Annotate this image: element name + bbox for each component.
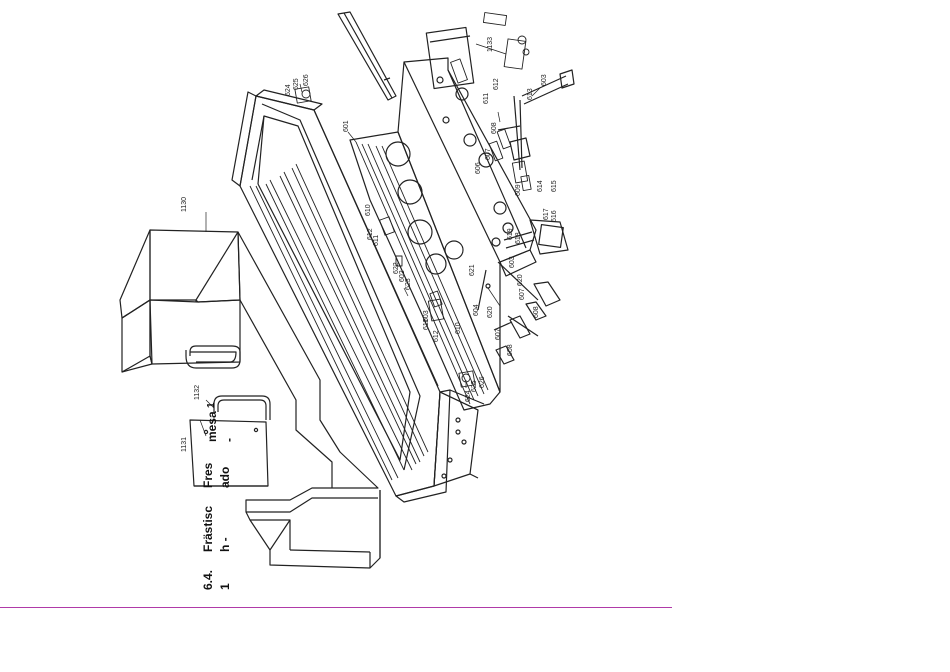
label-607b: 607: [519, 288, 526, 300]
label-606: 606: [475, 162, 482, 174]
label-611b: 611: [373, 235, 380, 246]
label-615: 615: [551, 180, 558, 192]
label-624a: 624: [285, 84, 292, 96]
label-622: 622: [393, 262, 400, 274]
label-625a: 625: [293, 78, 300, 90]
label-611a: 611: [483, 93, 490, 104]
section-number-line2: 1: [218, 583, 232, 590]
label-608c: 608: [507, 344, 514, 356]
label-608b: 608: [533, 306, 540, 318]
title-es-line2: ado: [218, 467, 232, 488]
title-es-line3: mesa: [205, 411, 219, 442]
label-1130: 1130: [181, 197, 188, 212]
label-1133: 1133: [487, 37, 494, 52]
section-number-line1: 6.4.: [201, 570, 215, 590]
label-1132: 1132: [194, 385, 201, 400]
label-612c: 612: [433, 330, 440, 342]
label-620a: 620: [517, 274, 524, 286]
table-frame: [232, 90, 484, 502]
label-616: 616: [551, 210, 558, 222]
part-number-labels: 1130 1131 1132 1133 601 602 603 603 603 …: [181, 37, 558, 452]
label-618: 618: [515, 232, 522, 244]
title-es-line4: -: [222, 438, 236, 442]
label-625b: 625: [471, 380, 478, 392]
label-617: 617: [543, 208, 550, 220]
label-614: 614: [537, 180, 544, 192]
label-621: 621: [469, 264, 476, 276]
title-de-line1: Frästisc: [201, 506, 215, 552]
footer-rule: [0, 607, 672, 608]
label-604: 604: [473, 304, 480, 316]
label-626b: 626: [479, 376, 486, 388]
label-608a: 608: [491, 122, 498, 134]
label-607a: 607: [485, 148, 492, 160]
label-611c: 611: [423, 319, 430, 330]
label-619: 619: [507, 228, 514, 240]
title-de-line2: h -: [218, 537, 232, 552]
label-609: 609: [515, 184, 522, 196]
title-es-line1: Fres: [201, 463, 215, 488]
label-613: 613: [527, 88, 534, 100]
cover-box-1130: [120, 230, 240, 372]
handwheel-levers: [478, 70, 574, 364]
label-610b: 610: [455, 322, 462, 334]
label-612b: 612: [367, 228, 374, 240]
label-626a: 626: [303, 74, 310, 86]
label-620b: 620: [487, 306, 494, 318]
title-es-line5: 1: [205, 402, 219, 408]
label-603a: 603: [541, 74, 548, 86]
label-603b: 603: [509, 256, 516, 268]
label-612a: 612: [493, 78, 500, 90]
label-607c: 607: [495, 328, 502, 340]
label-1131: 1131: [181, 437, 188, 452]
label-623: 623: [405, 278, 412, 290]
label-610a: 610: [365, 204, 372, 216]
label-601: 601: [343, 120, 350, 132]
